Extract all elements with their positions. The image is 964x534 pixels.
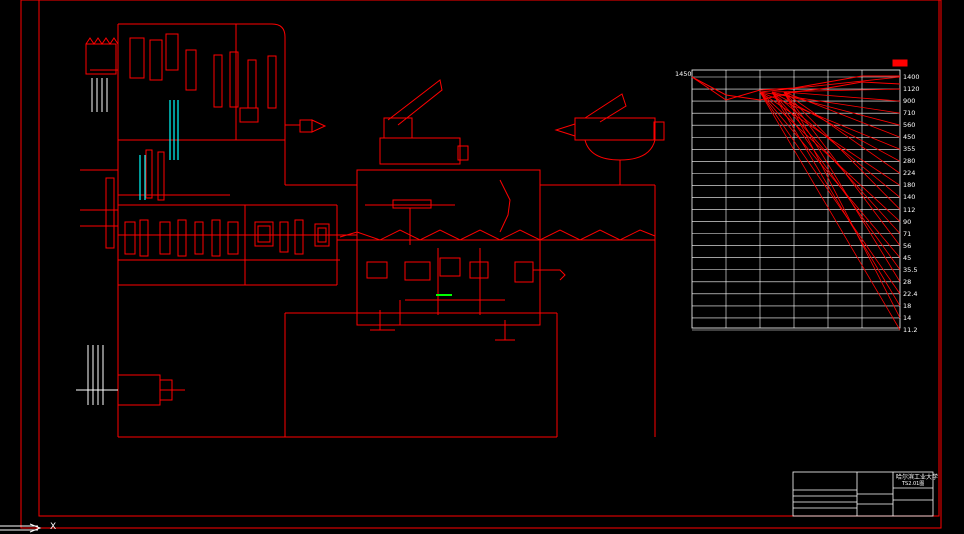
speed-ray [771,91,901,270]
speed-ray [759,91,901,258]
speed-chart-gridlines [692,76,900,331]
speed-label: 28 [903,277,912,286]
speed-ray [771,88,901,93]
speed-ray [783,91,901,319]
speed-label: 710 [903,109,916,118]
title-school: 哈尔滨工业大学 [896,474,939,481]
speed-label: 450 [903,133,916,142]
ucs-icon [0,523,42,533]
speed-label: 224 [903,169,916,178]
speed-ray [771,91,901,162]
speed-label: 56 [903,241,912,250]
speed-label: 90 [903,217,912,226]
speed-chart-rays [759,76,901,331]
speed-ray [783,91,901,174]
tool-post [379,79,469,165]
speed-ray [771,91,901,307]
speed-ray [783,91,901,210]
speed-label: 900 [903,97,916,106]
speed-ray [783,91,901,283]
speed-label: 45 [903,253,912,262]
speed-label: 140 [903,193,916,202]
speed-ray [759,91,901,295]
title-block [792,471,934,517]
spindle-nose [285,119,327,133]
title-drawing-number: TS2.01图 [902,481,925,487]
drawing-border [20,0,942,529]
speed-chart-verticals [725,70,863,328]
speed-label: 1120 [903,85,920,94]
pulley-lines [76,78,118,405]
speed-ray [759,91,901,331]
speed-label: 22.4 [903,289,918,298]
pulley-gear [85,37,119,75]
speed-ray [783,91,901,246]
leadscrew [337,184,656,437]
speed-label: 355 [903,145,916,154]
speed-ray [759,91,901,150]
speed-label: 11.2 [903,326,918,334]
main-motor [108,374,185,406]
speed-ray [759,76,901,93]
speed-label: 18 [903,301,912,310]
apron [356,169,566,341]
speed-label: 280 [903,157,916,166]
speed-chart-grid [691,69,901,329]
speed-label: 112 [903,205,916,214]
speed-label: 560 [903,121,916,130]
ucs-x-label: X [50,522,57,532]
speed-label: 1400 [903,73,920,81]
speed-label: 180 [903,181,916,190]
speed-ray [771,91,901,234]
speed-label: 71 [903,229,912,238]
speed-ray [771,91,901,126]
speed-ray [759,91,901,222]
speed-ray [783,91,901,102]
speed-ray [759,91,901,114]
tailstock [554,93,665,185]
input-speed-label: 1450 [675,70,692,78]
spindle-shafts [139,100,179,200]
speed-label: 35.5 [903,265,918,274]
speed-ray [783,91,901,138]
speed-chart-top-rays [691,59,908,101]
speed-label: 14 [903,313,912,322]
spindle-gearbox [80,23,558,438]
